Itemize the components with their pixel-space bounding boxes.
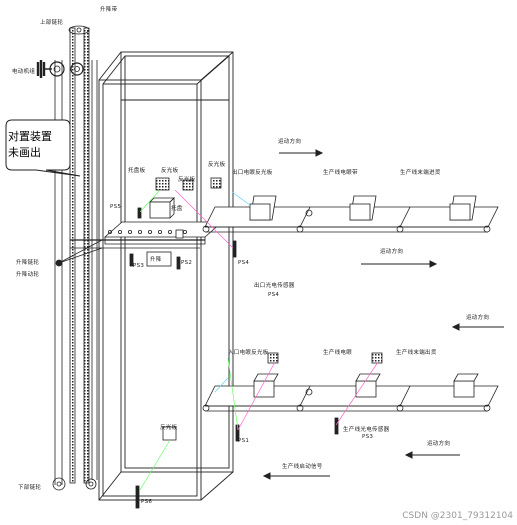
lower-conveyor [135,352,499,509]
label-flow-dir-lower: 运动方向 [427,441,451,447]
sensor-beams [139,189,379,491]
callout-line-2: 未画出 [8,146,41,159]
label-flow-dir-top: 运动方向 [278,139,302,145]
label-flow-dir-right: 运动方向 [466,315,490,321]
label-product-end-upper-2: 生产线末端进货 [400,170,441,176]
label-photo-sensor-lower: 生产线光电传感器 [343,427,390,433]
label-lift-chain-1: 升降链轮 [16,260,40,266]
lift-cage [70,177,224,270]
label-reflector-3: 反光板 [208,162,226,168]
label-product-end-lower: 生产线末端出货 [396,350,437,356]
direction-arrows [262,149,504,480]
label-ps3-mid: PS3 [362,434,374,440]
label-upper-sprocket: 上部链轮 [40,20,64,26]
label-ps3-left: PS3 [133,263,145,269]
callout-line-1: 对置装置 [8,130,52,143]
label-ps5: PS5 [110,204,122,210]
label-flow-dir-mid: 运动方向 [380,249,404,255]
label-exit-sensor-top: 出口光电传感器 [254,283,295,289]
label-exit-sensor-upper: 出口电眼反光板 [232,170,273,176]
label-small-box-2: 升降 [150,257,162,263]
label-lift-chain-2: 升降动轮 [16,272,40,278]
label-top-pulley: 升降带 [100,7,118,13]
label-reflector-2: 反光板 [178,177,196,183]
callout-bubble [5,119,81,177]
label-product-sensor-lower: 生产线电眼 [323,350,353,356]
upper-conveyor [202,195,499,258]
label-product-end-upper: 生产线电眼带 [323,170,358,176]
tower-frame [98,51,234,501]
label-bottom: 生产线启动信号 [282,464,323,470]
label-small-box-1: 托盘 [171,206,183,212]
callout-note: 对置装置 未画出 [4,128,74,170]
label-entry-sensor-lower: 入口电眼反光板 [228,350,269,356]
label-reflector-4: 反光板 [160,425,178,431]
label-ps1: PS1 [238,438,250,444]
label-ps4-a: PS4 [238,260,250,266]
label-ps6: PS6 [141,499,153,505]
label-motor: 电动机组 [12,69,36,75]
label-pallet-1: 托盘板 [128,168,146,174]
label-ps2: PS2 [181,260,193,266]
lift-chain-assembly [36,25,103,491]
watermark: CSDN @2301_79312104 [402,511,513,521]
label-ps4-b: PS4 [268,292,280,298]
label-lower-sprocket: 下部链轮 [18,485,42,491]
label-reflector-1: 反光板 [161,168,179,174]
